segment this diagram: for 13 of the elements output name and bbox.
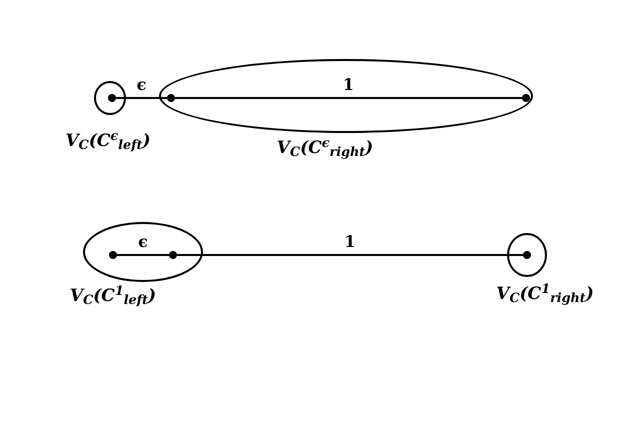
ellipse — [94, 81, 126, 115]
edge-label: ϵ — [138, 234, 148, 250]
edge-line — [117, 254, 169, 256]
edge-label: 1 — [344, 234, 356, 250]
ellipse — [507, 233, 547, 277]
ellipse — [83, 222, 203, 282]
set-label: V$_{C}$(C$^{1}$$_{right}$) — [496, 286, 594, 303]
set-label: V$_{C}$(C$^{ϵ}$$_{right}$) — [276, 140, 374, 157]
edge-label: ϵ — [136, 77, 146, 93]
edge-label: 1 — [342, 77, 354, 93]
set-label: V$_{C}$(C$^{1}$$_{left}$) — [70, 288, 156, 305]
set-label: V$_{C}$(C$^{ϵ}$$_{left}$) — [65, 133, 151, 150]
ellipse — [159, 59, 533, 133]
